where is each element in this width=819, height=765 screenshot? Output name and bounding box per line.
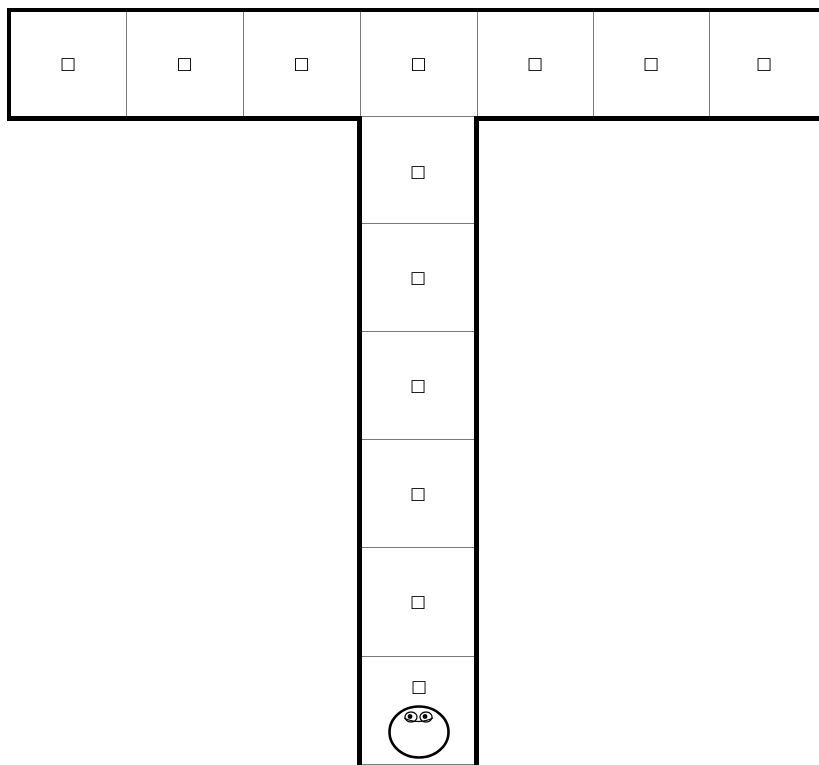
grid-divider xyxy=(361,439,476,440)
wall-top xyxy=(7,8,819,12)
grid-divider xyxy=(361,116,476,117)
cell-symbol: □ xyxy=(756,56,772,73)
grid-divider xyxy=(361,331,476,332)
cell-symbol: □ xyxy=(410,270,426,287)
cell-symbol: □ xyxy=(60,56,76,73)
cell-symbol: □ xyxy=(527,56,543,73)
wall-bottom-left xyxy=(7,116,362,121)
column-cell-4[interactable]: □ xyxy=(362,440,474,548)
grid-divider xyxy=(709,12,710,116)
wall-bottom-right xyxy=(474,116,819,121)
column-cell-1[interactable]: □ xyxy=(362,120,474,224)
grid-divider xyxy=(361,547,476,548)
cell-symbol: □ xyxy=(293,56,309,73)
smiley-face-icon[interactable] xyxy=(387,703,451,759)
wall-column-left xyxy=(357,116,362,765)
wall-column-right xyxy=(474,116,479,765)
cell-symbol: □ xyxy=(408,676,430,698)
grid-divider xyxy=(126,12,127,116)
top-cell-7[interactable]: □ xyxy=(709,12,819,116)
top-cell-6[interactable]: □ xyxy=(593,12,709,116)
grid-divider xyxy=(477,12,478,116)
grid-divider xyxy=(361,223,476,224)
cell-symbol: □ xyxy=(410,56,426,73)
cell-symbol: □ xyxy=(410,378,426,395)
cell-symbol: □ xyxy=(410,486,426,503)
cell-symbol: □ xyxy=(176,56,192,73)
column-cell-5[interactable]: □ xyxy=(362,548,474,656)
column-cell-3[interactable]: □ xyxy=(362,332,474,440)
grid-divider xyxy=(361,656,476,657)
top-cell-2[interactable]: □ xyxy=(126,12,243,116)
grid-divider xyxy=(593,12,594,116)
top-cell-1[interactable]: □ xyxy=(10,12,126,116)
column-cell-2[interactable]: □ xyxy=(362,224,474,332)
top-cell-3[interactable]: □ xyxy=(243,12,360,116)
grid-divider xyxy=(360,12,361,116)
top-cell-5[interactable]: □ xyxy=(477,12,593,116)
cell-symbol: □ xyxy=(643,56,659,73)
grid-divider xyxy=(243,12,244,116)
cell-symbol: □ xyxy=(410,164,426,181)
top-cell-4[interactable]: □ xyxy=(360,12,477,116)
cell-symbol: □ xyxy=(410,594,426,611)
wall-left xyxy=(7,8,11,121)
